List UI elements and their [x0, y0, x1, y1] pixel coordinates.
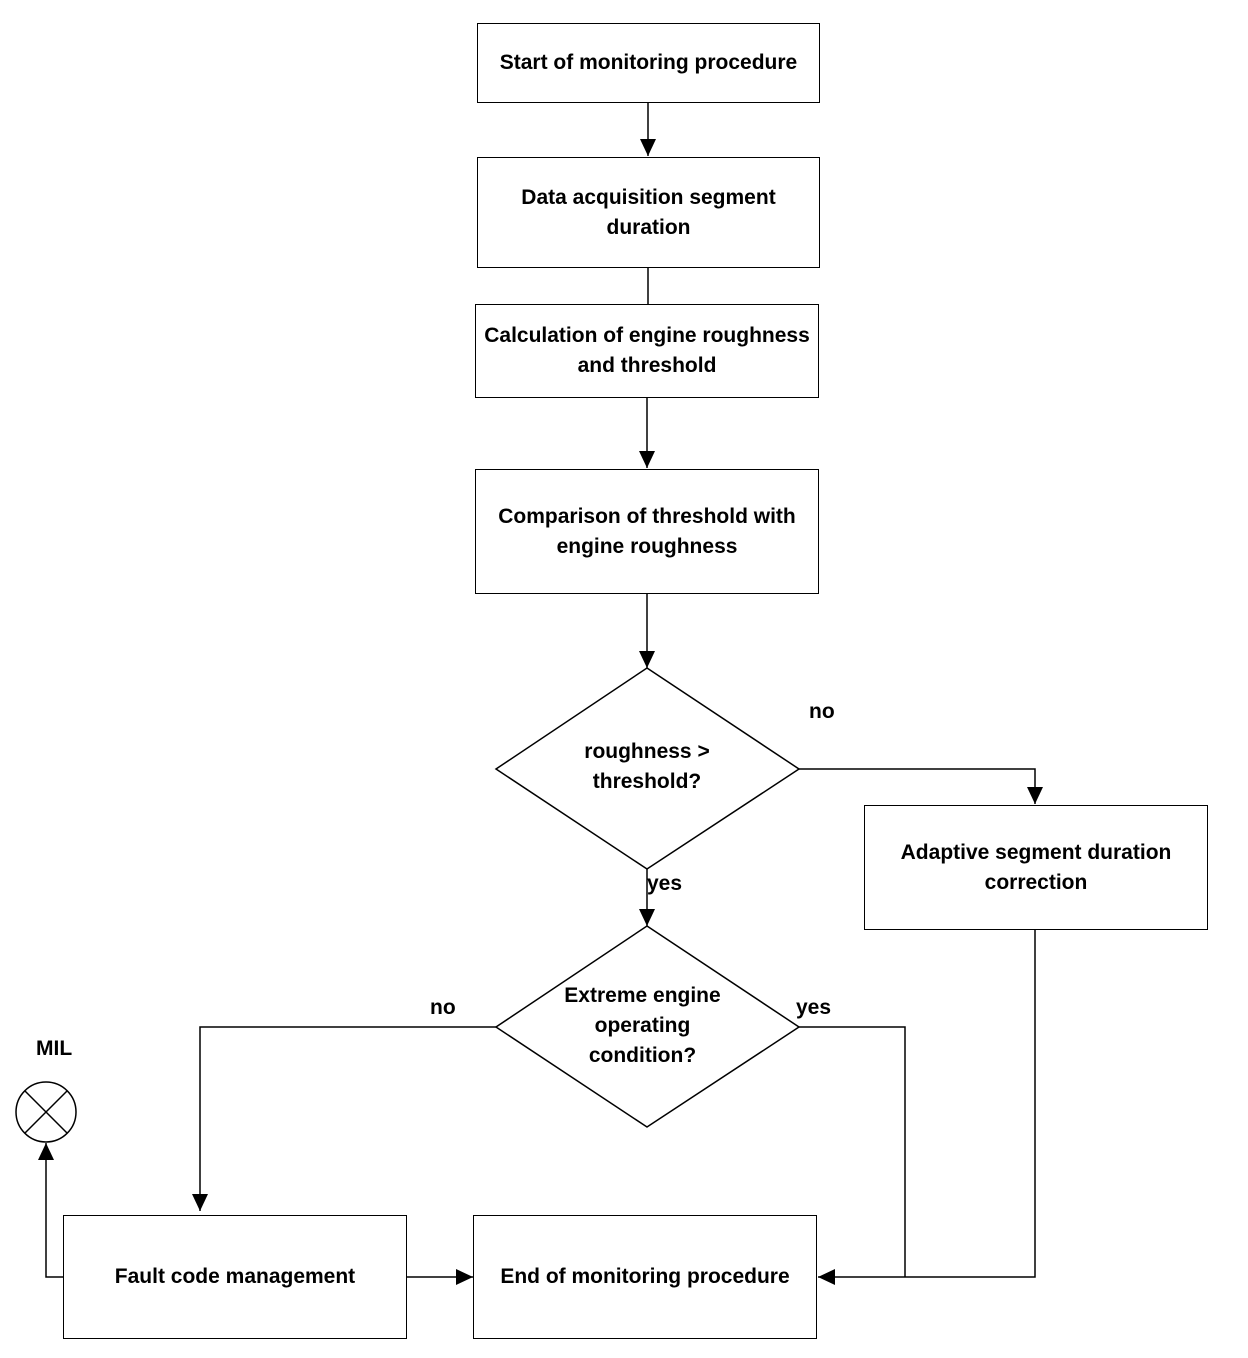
arrow-fault-to-mil: [38, 1143, 63, 1278]
decision-extreme-shape: [494, 925, 801, 1128]
arrow-roughness-no: [799, 768, 1043, 804]
roughness-no-label: no: [809, 700, 835, 723]
comparison-node: Comparison of threshold with engine roug…: [475, 469, 819, 594]
roughness-yes-label: yes: [647, 872, 683, 895]
data-acquisition-node: Data acquisition segment duration: [477, 157, 820, 268]
extreme-no-label: no: [430, 996, 456, 1019]
decision-roughness-shape: [494, 667, 801, 870]
adaptive-label: Adaptive segment duration correction: [900, 840, 1172, 894]
comparison-label: Comparison of threshold with engine roug…: [498, 504, 796, 558]
calculation-node: Calculation of engine roughness and thre…: [475, 304, 819, 398]
arrow-adaptive-to-end: [818, 929, 1036, 1285]
fault-code-node: Fault code management: [63, 1215, 407, 1339]
start-node-label: Start of monitoring procedure: [499, 51, 798, 74]
end-node: End of monitoring procedure: [473, 1215, 817, 1339]
calculation-label: Calculation of engine roughness and thre…: [484, 324, 810, 377]
extreme-yes-label: yes: [796, 996, 832, 1019]
line-extreme-yes: [799, 1026, 906, 1277]
data-acquisition-label: Data acquisition segment duration: [521, 185, 776, 239]
end-label: End of monitoring procedure: [500, 1265, 790, 1288]
adaptive-node: Adaptive segment duration correction: [864, 805, 1208, 930]
start-node: Start of monitoring procedure: [477, 23, 820, 103]
mil-label: MIL: [36, 1037, 73, 1060]
arrow-extreme-no: [192, 1026, 496, 1211]
fault-code-label: Fault code management: [114, 1265, 356, 1288]
decision-extreme-label: Extreme engine operating condition?: [564, 984, 721, 1067]
mil-lamp-icon: [15, 1081, 77, 1143]
decision-roughness-label: roughness > threshold?: [584, 740, 710, 793]
